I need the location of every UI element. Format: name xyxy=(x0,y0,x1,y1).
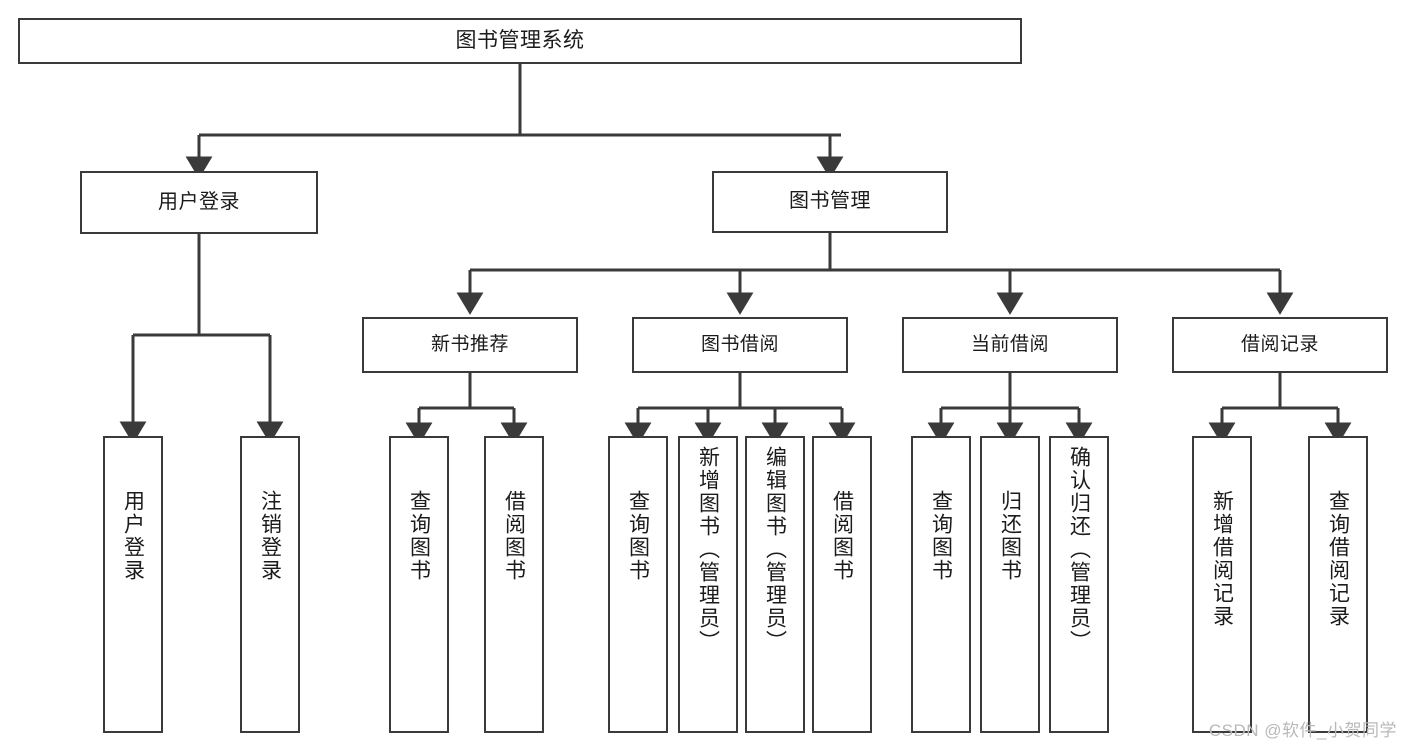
node-label: 编辑图书（管理员） xyxy=(763,446,787,653)
node-label: 注销登录 xyxy=(258,490,282,582)
node-root-system[interactable]: 图书管理系统 xyxy=(18,18,1022,64)
node-label: 新增借阅记录 xyxy=(1210,490,1234,628)
leaf-new-book-query[interactable]: 查询图书 xyxy=(389,436,449,733)
leaf-current-borrow-confirm-return[interactable]: 确认归还（管理员） xyxy=(1049,436,1109,733)
node-label: 借阅图书 xyxy=(830,490,854,582)
leaf-book-borrow-query[interactable]: 查询图书 xyxy=(608,436,668,733)
node-label: 归还图书 xyxy=(998,490,1022,582)
node-label: 查询图书 xyxy=(407,490,431,582)
leaf-current-borrow-return[interactable]: 归还图书 xyxy=(980,436,1040,733)
leaf-book-borrow-edit[interactable]: 编辑图书（管理员） xyxy=(745,436,805,733)
leaf-borrow-record-add[interactable]: 新增借阅记录 xyxy=(1192,436,1252,733)
node-label: 查询图书 xyxy=(929,490,953,582)
node-new-book-recommend[interactable]: 新书推荐 xyxy=(362,317,578,373)
node-label: 借阅记录 xyxy=(1240,333,1319,355)
leaf-user-login-logout[interactable]: 注销登录 xyxy=(240,436,300,733)
node-current-borrow[interactable]: 当前借阅 xyxy=(902,317,1118,373)
node-label: 查询图书 xyxy=(626,490,650,582)
node-user-login[interactable]: 用户登录 xyxy=(80,171,318,234)
node-book-management[interactable]: 图书管理 xyxy=(712,171,948,233)
node-label: 当前借阅 xyxy=(970,333,1049,355)
watermark-text: CSDN @软件_小贺同学 xyxy=(1208,721,1397,740)
node-label: 用户登录 xyxy=(121,490,145,582)
node-borrow-record[interactable]: 借阅记录 xyxy=(1172,317,1388,373)
node-label: 用户登录 xyxy=(158,190,240,213)
node-label: 确认归还（管理员） xyxy=(1067,446,1091,653)
node-label: 借阅图书 xyxy=(502,490,526,582)
node-label: 图书管理 xyxy=(789,190,871,213)
node-label: 图书管理系统 xyxy=(455,28,585,52)
node-label: 查询借阅记录 xyxy=(1326,490,1350,628)
leaf-book-borrow-add[interactable]: 新增图书（管理员） xyxy=(678,436,738,733)
leaf-user-login-login[interactable]: 用户登录 xyxy=(103,436,163,733)
node-book-borrow[interactable]: 图书借阅 xyxy=(632,317,848,373)
leaf-current-borrow-query[interactable]: 查询图书 xyxy=(911,436,971,733)
leaf-book-borrow-borrow[interactable]: 借阅图书 xyxy=(812,436,872,733)
node-label: 图书借阅 xyxy=(700,333,779,355)
node-label: 新增图书（管理员） xyxy=(696,446,720,653)
leaf-borrow-record-query[interactable]: 查询借阅记录 xyxy=(1308,436,1368,733)
leaf-new-book-borrow[interactable]: 借阅图书 xyxy=(484,436,544,733)
node-label: 新书推荐 xyxy=(430,333,509,355)
